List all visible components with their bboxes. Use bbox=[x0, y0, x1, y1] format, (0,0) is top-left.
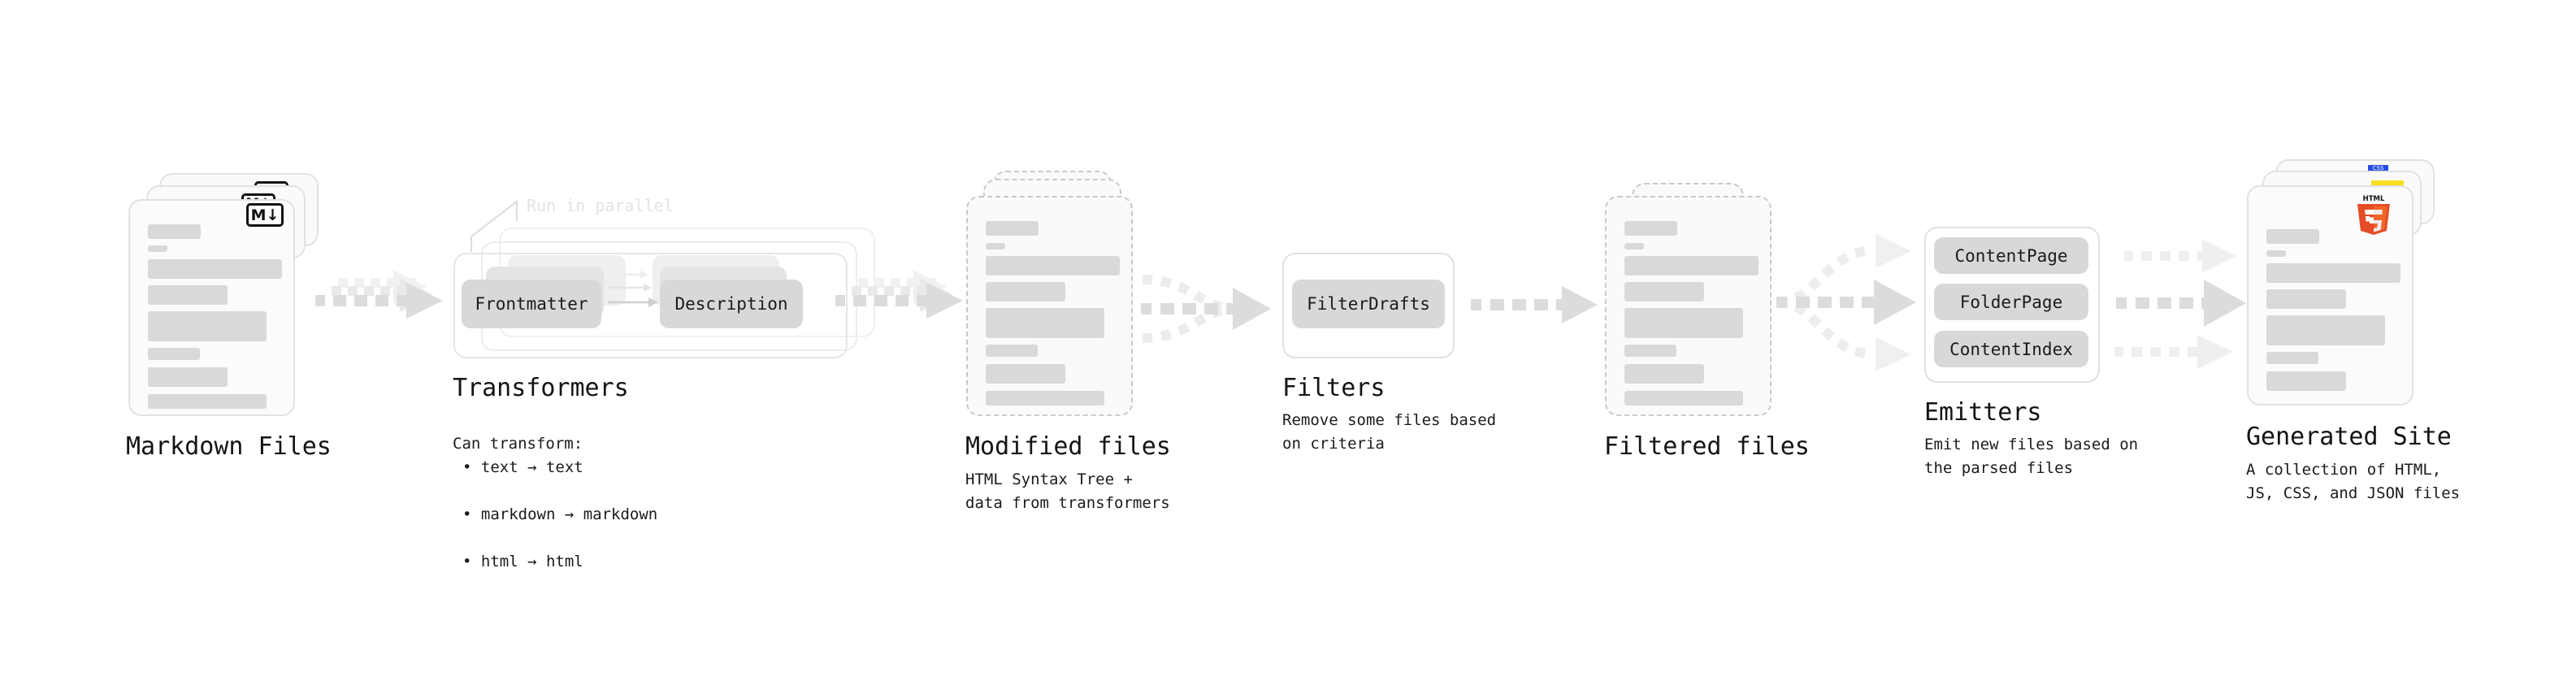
skeleton-bar bbox=[148, 224, 201, 239]
stage-title-filtered-files: Filtered files bbox=[1604, 432, 1810, 461]
skeleton-bar bbox=[148, 285, 228, 305]
skeleton-bar bbox=[2266, 289, 2346, 309]
skeleton-bar bbox=[1624, 391, 1743, 406]
skeleton-bar bbox=[148, 311, 267, 341]
stage-title-markdown-files: Markdown Files bbox=[126, 432, 332, 461]
skeleton-bar bbox=[148, 394, 267, 409]
stage-subtitle-filters: Remove some files based on criteria bbox=[1282, 411, 1497, 453]
transformers-bullet-2: • html → html bbox=[462, 553, 583, 570]
arrow-markdown-to-transformers bbox=[315, 270, 443, 319]
stage-title-transformers: Transformers bbox=[453, 374, 629, 402]
arrow-transformers-to-modified bbox=[835, 270, 963, 319]
skeleton-bar bbox=[1624, 221, 1677, 236]
stage-subtitle-transformers: Can transform: • text → text • markdown … bbox=[453, 409, 657, 597]
emitter-chip-folderpage[interactable]: FolderPage bbox=[1934, 284, 2088, 320]
filter-chip-filterdrafts[interactable]: FilterDrafts bbox=[1292, 280, 1445, 328]
transformers-bullet-0: • text → text bbox=[462, 458, 583, 476]
arrow-filters-to-filtered bbox=[1471, 286, 1598, 323]
html5-icon-toplabel: HTML bbox=[2363, 195, 2385, 203]
skeleton-bar bbox=[148, 367, 228, 387]
transformers-bullet-1: • markdown → markdown bbox=[462, 505, 658, 523]
arrow-modified-to-filters bbox=[1141, 275, 1271, 343]
transformer-inner-arrows bbox=[608, 271, 658, 307]
filtered-file-card-front bbox=[1605, 196, 1772, 416]
skeleton-bar bbox=[2266, 315, 2385, 345]
css3-icon-label: CSS bbox=[2372, 165, 2384, 171]
emitter-chip-contentindex[interactable]: ContentIndex bbox=[1934, 331, 2088, 367]
skeleton-bar bbox=[2266, 352, 2318, 364]
skeleton-bar bbox=[1624, 345, 1676, 357]
skeleton-bar bbox=[986, 256, 1120, 275]
arrow-filtered-to-emitters bbox=[1776, 234, 1916, 371]
skeleton-bar bbox=[986, 221, 1039, 236]
markdown-file-card-front bbox=[128, 199, 295, 416]
skeleton-bar bbox=[148, 259, 282, 279]
markdown-icon: M↓ bbox=[246, 203, 284, 227]
stage-subtitle-generated-site: A collection of HTML, JS, CSS, and JSON … bbox=[2246, 461, 2461, 502]
stage-subtitle-modified-files: HTML Syntax Tree + data from transformer… bbox=[965, 471, 1170, 512]
stage-subtitle-emitters: Emit new files based on the parsed files bbox=[1924, 436, 2139, 477]
skeleton-bar bbox=[986, 364, 1065, 384]
skeleton-bar bbox=[1624, 282, 1704, 301]
modified-file-card-front bbox=[966, 196, 1133, 416]
skeleton-bar bbox=[986, 308, 1104, 338]
skeleton-bar bbox=[986, 391, 1104, 406]
stage-title-emitters: Emitters bbox=[1924, 398, 2042, 427]
arrow-emitters-to-site bbox=[2114, 239, 2246, 369]
stage-title-modified-files: Modified files bbox=[965, 432, 1171, 461]
run-in-parallel-leader bbox=[470, 199, 518, 252]
run-in-parallel-label: Run in parallel bbox=[527, 196, 674, 215]
skeleton-bar bbox=[1624, 364, 1704, 384]
transformer-chip-frontmatter[interactable]: Frontmatter bbox=[462, 280, 601, 328]
skeleton-bar bbox=[2266, 229, 2319, 244]
skeleton-bar bbox=[986, 345, 1038, 357]
html5-icon: HTML bbox=[2357, 195, 2390, 235]
skeleton-bar bbox=[148, 245, 167, 252]
skeleton-bar bbox=[1624, 243, 1644, 249]
skeleton-bar bbox=[1624, 308, 1743, 338]
transformers-can-transform: Can transform: bbox=[453, 435, 583, 453]
transformers-panel bbox=[453, 253, 848, 358]
skeleton-bar bbox=[986, 282, 1065, 301]
skeleton-bar bbox=[148, 348, 200, 360]
skeleton-bar bbox=[2266, 250, 2286, 257]
skeleton-bar bbox=[2266, 263, 2400, 283]
skeleton-bar bbox=[1624, 256, 1759, 275]
stage-title-filters: Filters bbox=[1282, 374, 1386, 402]
skeleton-bar bbox=[2266, 371, 2346, 391]
emitter-chip-contentpage[interactable]: ContentPage bbox=[1934, 237, 2088, 274]
stage-title-generated-site: Generated Site bbox=[2246, 423, 2452, 451]
transformer-chip-description[interactable]: Description bbox=[660, 280, 803, 328]
skeleton-bar bbox=[986, 243, 1005, 249]
